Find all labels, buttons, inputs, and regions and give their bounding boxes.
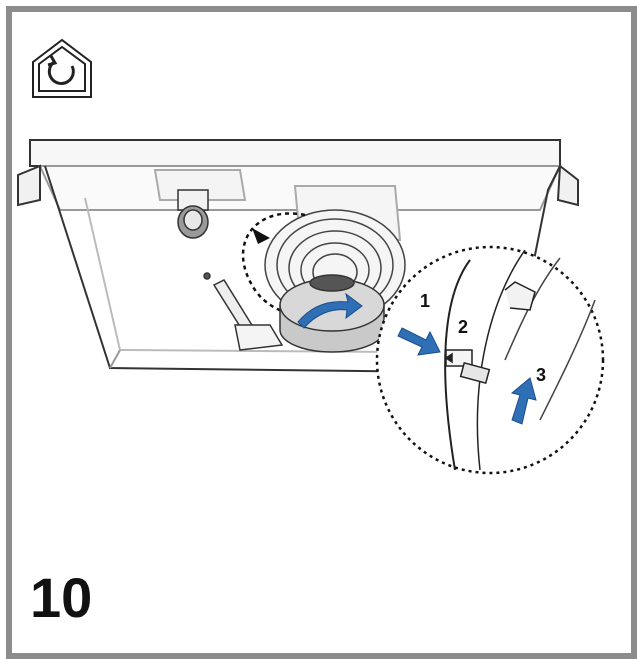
callout-1: 1 bbox=[420, 291, 431, 311]
lift-arrow-icon bbox=[510, 377, 537, 425]
rotate-arrow-icon bbox=[297, 292, 363, 329]
callout-2: 2 bbox=[458, 317, 469, 337]
filter-clip bbox=[444, 349, 491, 385]
latch-lever bbox=[203, 272, 284, 351]
illustration-frame bbox=[6, 6, 637, 659]
light-bulb bbox=[177, 189, 209, 239]
rotation-path bbox=[241, 212, 331, 320]
carbon-filter bbox=[279, 274, 385, 353]
push-arrow-icon bbox=[397, 327, 441, 356]
step-number: 10 bbox=[30, 566, 93, 629]
detail-zoom-circle bbox=[375, 245, 605, 475]
recirculation-mode-icon bbox=[32, 38, 92, 98]
hood-body bbox=[17, 139, 579, 373]
callout-3: 3 bbox=[536, 365, 547, 385]
